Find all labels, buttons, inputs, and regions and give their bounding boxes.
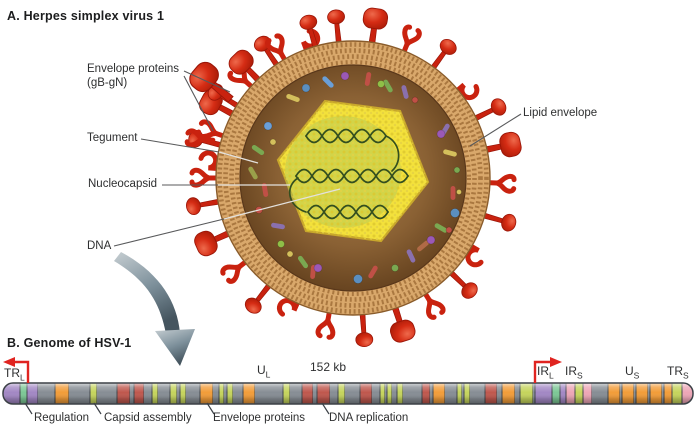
trl-arrow xyxy=(3,357,30,383)
label-nucleocapsid: Nucleocapsid xyxy=(88,178,158,190)
tegument-protein-rod xyxy=(383,79,393,93)
tegument-protein-globule xyxy=(277,240,285,248)
tegument-protein-globule xyxy=(377,80,385,88)
tegument-protein-globule xyxy=(391,264,399,272)
tegument-protein-globule xyxy=(301,83,311,93)
dna-helix xyxy=(288,128,409,220)
tegument-protein-rod xyxy=(271,222,285,230)
label-trl: TRL xyxy=(4,366,25,383)
tegument-proteins xyxy=(248,71,462,284)
tegument-protein-globule xyxy=(263,121,273,131)
label-dna: DNA xyxy=(87,240,112,252)
label-irs: IRS xyxy=(565,364,583,381)
tegument-protein-rod xyxy=(368,265,378,279)
spike-fork xyxy=(487,176,515,192)
tegument-protein-rod xyxy=(364,72,372,86)
tegument-protein-rod xyxy=(248,166,258,180)
label-tegument: Tegument xyxy=(87,132,138,144)
label-regulation: Regulation xyxy=(34,412,89,424)
tegument-protein-globule xyxy=(313,263,323,273)
tegument-protein-rod xyxy=(450,186,456,200)
tegument-protein-globule xyxy=(353,274,363,284)
label-envelope-proteins-genes: Envelope proteins xyxy=(213,412,306,424)
leader-lines-inner xyxy=(218,151,341,220)
label-us: US xyxy=(625,364,640,381)
tegument-protein-rod xyxy=(322,76,334,88)
tegument-protein-globule xyxy=(411,96,419,104)
panel-a-title: A. Herpes simplex virus 1 xyxy=(7,9,165,23)
tegument-protein-globule xyxy=(340,71,350,81)
tegument-protein-globule xyxy=(453,166,461,174)
tegument-protein-globule xyxy=(456,189,462,195)
label-ul: UL xyxy=(257,363,271,380)
label-irl: IRL xyxy=(537,364,554,381)
tegument-protein-globule xyxy=(426,235,436,245)
spike-fork xyxy=(192,170,219,185)
label-capsid-assembly: Capsid assembly xyxy=(104,412,192,424)
tegument-protein-rod xyxy=(251,144,265,156)
tegument-protein-rod xyxy=(406,249,416,263)
virus-particle xyxy=(185,6,524,348)
irl-arrow xyxy=(533,357,562,383)
label-lipid-envelope: Lipid envelope xyxy=(523,107,598,119)
tegument-protein-rod xyxy=(286,94,300,102)
tegument-protein-globule xyxy=(286,250,294,258)
genome-bar xyxy=(3,383,693,404)
tegument-protein-globule xyxy=(269,138,277,146)
tegument-protein-rod xyxy=(297,255,309,269)
label-trs: TRS xyxy=(667,364,689,381)
tegument-protein-globule xyxy=(445,226,453,234)
leader-lines xyxy=(113,70,522,247)
label-envelope-proteins: Envelope proteins xyxy=(87,63,180,75)
tegument-protein-globule xyxy=(436,129,446,139)
tegument-protein-rod xyxy=(417,240,429,252)
zoom-arrow xyxy=(114,252,195,366)
genome-bar-outline xyxy=(2,382,694,405)
label-envelope-proteins-sub: (gB-gN) xyxy=(87,77,128,89)
tegument-protein-rod xyxy=(443,149,457,157)
tegument-protein-rod xyxy=(434,223,448,233)
tegument-protein-rod xyxy=(261,183,269,197)
category-ticks xyxy=(24,402,330,415)
tegument-protein-rod xyxy=(401,85,409,99)
panel-b-title: B. Genome of HSV-1 xyxy=(7,336,132,350)
tegument-protein-globule xyxy=(450,208,460,218)
label-genome-size: 152 kb xyxy=(310,360,347,374)
label-dna-replication: DNA replication xyxy=(329,412,409,424)
